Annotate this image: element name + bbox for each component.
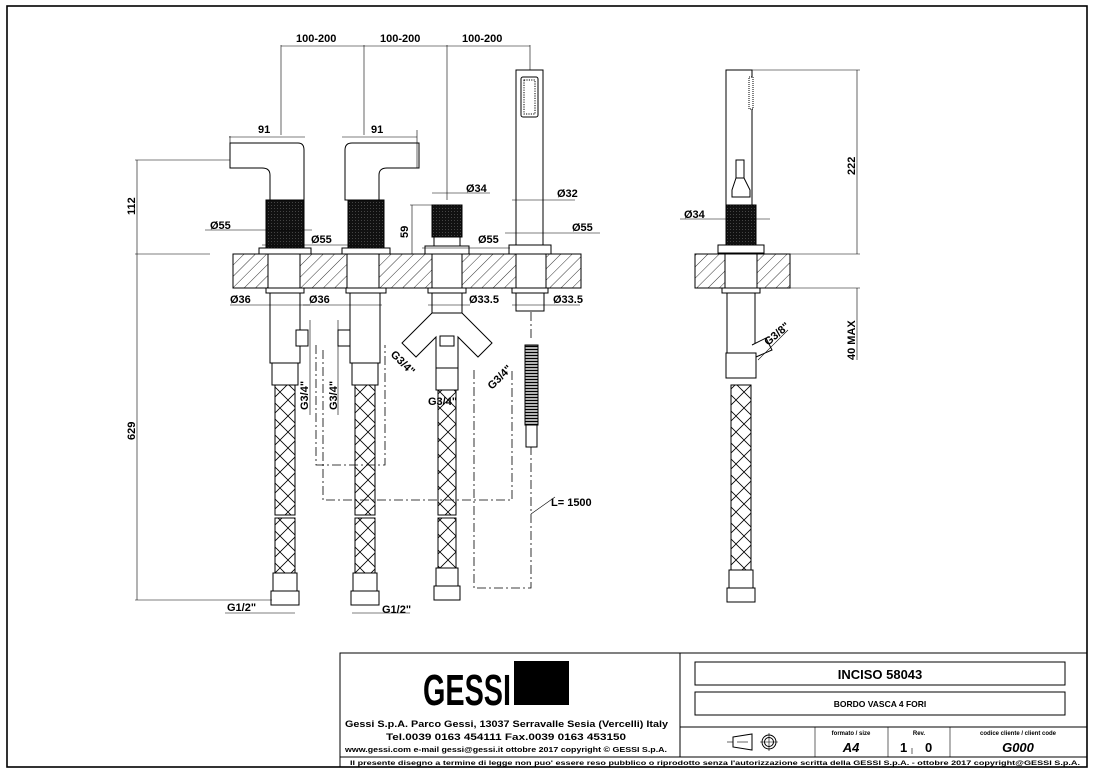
diameter-label: Ø55 <box>210 220 231 232</box>
thread-label: G1/2" <box>382 604 411 616</box>
valve-right <box>337 142 420 606</box>
rev-major: 1 <box>900 740 907 755</box>
height-59-label: 59 <box>399 226 411 238</box>
handle-width-label: 91 <box>258 124 270 136</box>
thread-label: G3/4" <box>486 363 515 392</box>
diameter-label: Ø33.5 <box>553 294 583 306</box>
height-629-label: 629 <box>126 422 138 440</box>
routing-line <box>322 350 513 501</box>
thread-label: G1/2" <box>227 602 256 614</box>
front-view: 100-200 100-200 100-200 91 91 112 59 629… <box>126 33 600 616</box>
gessi-logo: GESSI <box>423 661 569 715</box>
thread-label: G3/4" <box>328 381 340 410</box>
product-description: BORDO VASCA 4 FORI <box>834 699 927 709</box>
thread-label: G3/4" <box>299 381 311 410</box>
legal-notice: Il presente disegno a termine di legge n… <box>350 760 1080 767</box>
routing-line <box>315 345 386 466</box>
diameter-label: Ø34 <box>466 183 488 195</box>
spacing-label: 100-200 <box>380 33 420 45</box>
company-contact: Tel.0039 0163 454111 Fax.0039 0163 45315… <box>386 732 626 743</box>
diameter-label: Ø55 <box>311 234 332 246</box>
handle-width-label: 91 <box>371 124 383 136</box>
svg-text:GESSI: GESSI <box>423 666 511 715</box>
dimensions <box>135 45 600 614</box>
diameter-label: Ø55 <box>478 234 499 246</box>
format-label: formato / size <box>832 731 871 737</box>
projection-symbol-icon <box>727 733 778 751</box>
format-value: A4 <box>842 740 860 755</box>
diameter-label: Ø36 <box>309 294 330 306</box>
hand-shower <box>508 69 552 448</box>
client-code-value: G000 <box>1002 740 1035 755</box>
diameter-label: Ø34 <box>684 209 706 221</box>
client-code-label: codice cliente / client code <box>980 731 1057 737</box>
diameter-label: Ø33.5 <box>469 294 499 306</box>
hose-length-label: L= 1500 <box>551 497 592 509</box>
rev-label: Rev. <box>913 731 926 737</box>
diameter-label: Ø55 <box>572 222 593 234</box>
diameter-label: Ø32 <box>557 188 578 200</box>
diverter <box>401 204 493 601</box>
title-block: GESSI Gessi S.p.A. Parco Gessi, 13037 Se… <box>339 652 1088 768</box>
side-view: 222 40 MAX Ø34 G3/8" <box>680 69 860 603</box>
height-112-label: 112 <box>126 197 138 215</box>
height-40max-label: 40 MAX <box>846 320 858 360</box>
spacing-label: 100-200 <box>462 33 502 45</box>
thread-label: G3/8" <box>762 320 792 348</box>
diameter-label: Ø36 <box>230 294 251 306</box>
thread-label: G3/4" <box>428 396 457 408</box>
routing-line <box>473 370 532 589</box>
spacing-label: 100-200 <box>296 33 336 45</box>
product-name: INCISO 58043 <box>838 667 923 682</box>
height-222-label: 222 <box>846 157 858 175</box>
company-address: Gessi S.p.A. Parco Gessi, 13037 Serraval… <box>345 719 669 730</box>
valve-left <box>229 142 312 606</box>
rev-minor: 0 <box>925 740 932 755</box>
company-web: www.gessi.com e-mail gessi@gessi.it otto… <box>344 746 667 754</box>
